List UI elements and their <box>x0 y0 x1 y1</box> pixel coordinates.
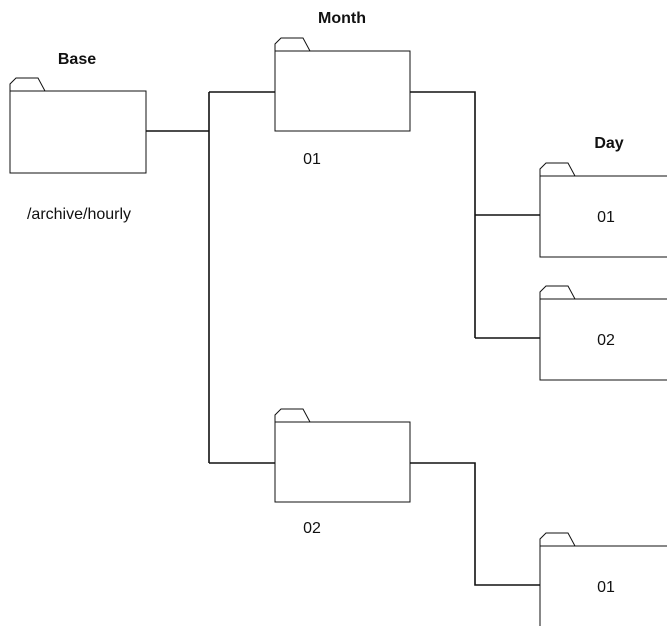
connector-month01-to-days <box>410 91 476 338</box>
folder-body <box>9 90 147 174</box>
folder-body <box>274 50 411 132</box>
month-folder-01-label: 01 <box>303 151 321 168</box>
folder-tab-icon <box>539 162 576 177</box>
folder-tab-icon <box>9 77 46 92</box>
day-folder-01-b <box>539 532 667 626</box>
tree-connectors <box>146 91 540 586</box>
day-folder-01-b-label: 01 <box>597 579 615 596</box>
folder-tab-icon <box>274 408 311 423</box>
day-folder-02 <box>539 285 667 381</box>
month-folder-02-label: 02 <box>303 520 321 537</box>
folder-body <box>539 545 667 626</box>
day-folder-02-label: 02 <box>597 332 615 349</box>
month-folder-01 <box>274 37 411 132</box>
day-folder-01-a-label: 01 <box>597 209 615 226</box>
folder-body <box>539 175 667 258</box>
base-folder <box>9 77 147 174</box>
day-heading: Day <box>594 135 623 152</box>
day-folder-01-a <box>539 162 667 258</box>
folder-tab-icon <box>539 285 576 300</box>
folder-body <box>539 298 667 381</box>
folder-body <box>274 421 411 503</box>
base-path-label: /archive/hourly <box>27 206 131 223</box>
month-folder-02 <box>274 408 411 503</box>
folder-tab-icon <box>274 37 311 52</box>
connector-month02-to-day <box>410 462 540 586</box>
month-heading: Month <box>318 10 366 27</box>
base-heading: Base <box>58 51 96 68</box>
folder-tab-icon <box>539 532 576 547</box>
